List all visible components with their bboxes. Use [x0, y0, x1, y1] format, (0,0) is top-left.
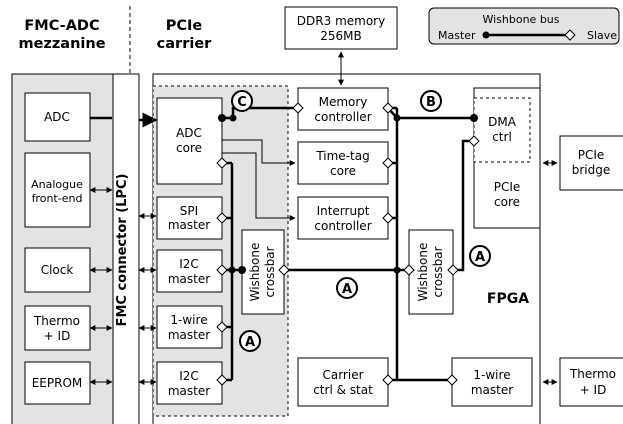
legend-slave-diamond [564, 29, 576, 41]
memory-controller-label-line1: Memory [319, 95, 368, 109]
ddr3-label-line2: 256MB [320, 29, 362, 43]
pcie-bridge-box [559, 135, 623, 191]
adc-label: ADC [44, 110, 70, 124]
carrier-ctrl-stat-box [297, 357, 389, 407]
spi-master-label-line1: SPI [180, 204, 198, 218]
legend-master-dot [482, 31, 490, 39]
memory-controller-box [297, 87, 389, 131]
pcie-core-label-line2: core [494, 195, 520, 209]
crossbar-left-label: Wishbonecrossbar [248, 243, 277, 302]
svg-text:A: A [475, 250, 485, 265]
svg-text:A: A [342, 282, 352, 297]
spi-master-box [156, 196, 223, 240]
pcie-bridge-label-line2: bridge [572, 163, 611, 177]
adc-core-label-line2: core [176, 141, 202, 155]
onewire-master-label-line2: master [168, 328, 210, 342]
timetag-core-box [297, 141, 389, 185]
fmc-adc-heading-line1: FMC-ADC [24, 18, 99, 34]
wishbone-crossbar-right [408, 229, 454, 315]
legend: Wishbone bus Master Slave [428, 7, 620, 45]
bus-marker-c: C [231, 90, 253, 112]
dma-ctrl-box [473, 97, 531, 163]
i2c-master-1-label-line1: I2C [179, 257, 199, 271]
fmc-connector-label: FMC connector (LPC) [115, 174, 130, 327]
dma-label-line2: ctrl [492, 130, 512, 144]
onewire-master-label-line1: 1-wire [170, 313, 207, 327]
i2c-master-1-label-line2: master [168, 272, 210, 286]
clock-label: Clock [41, 263, 74, 277]
thermo-mezzanine-label-line1: Thermo [33, 314, 80, 328]
i2c-master-2-label-line1: I2C [179, 369, 199, 383]
ddr3-memory-box [284, 6, 398, 50]
i2c-master-box-1 [156, 249, 223, 293]
onewire-carrier-label-line1: 1-wire [473, 368, 510, 382]
ddr3-label-line1: DDR3 memory [297, 14, 385, 28]
thermo-carrier-label-line1: Thermo [569, 367, 616, 381]
eeprom-label: EEPROM [32, 376, 83, 390]
fmc-adc-heading-line2: mezzanine [18, 36, 105, 52]
analogue-label-line2: front-end [32, 192, 83, 205]
fpga-label: FPGA [487, 291, 529, 307]
legend-slave-label: Slave [587, 29, 617, 42]
carrier-ctrl-label-line1: Carrier [322, 368, 363, 382]
onewire-master-carrier-box [451, 357, 533, 407]
memory-controller-label-line2: controller [314, 110, 371, 124]
bus-marker-a-right: A [469, 245, 491, 267]
onewire-carrier-label-line2: master [471, 383, 513, 397]
pcie-carrier-heading-line1: PCIe [166, 18, 203, 34]
pcie-bridge-label-line1: PCIe [578, 148, 605, 162]
thermo-mezzanine-label-line2: + ID [44, 329, 71, 343]
interrupt-label-line2: controller [314, 219, 371, 233]
fmc-adc-heading: FMC-ADC mezzanine [18, 18, 105, 52]
svg-text:A: A [245, 335, 255, 350]
mezzanine-arrows [89, 187, 113, 385]
i2c-master-2-label-line2: master [168, 384, 210, 398]
bus-marker-b: B [420, 90, 442, 112]
clock-box [24, 247, 91, 293]
adc-core-label-line1: ADC [176, 126, 202, 140]
thermo-carrier-label-line2: + ID [580, 383, 607, 397]
dma-label-line1: DMA [488, 115, 517, 129]
carrier-ctrl-label-line2: ctrl & stat [313, 383, 373, 397]
pcie-carrier-heading: PCIe carrier [157, 18, 212, 52]
interrupt-label-line1: Interrupt [317, 204, 370, 218]
bus-marker-a-center: A [336, 277, 358, 299]
timetag-label-line2: core [330, 164, 356, 178]
analogue-front-end-box [24, 152, 91, 228]
legend-master-label: Master [438, 29, 476, 42]
bus-endpoint-markers [216, 102, 480, 386]
crossbar-right-label: Wishbonecrossbar [416, 243, 445, 302]
adc-box [24, 92, 91, 142]
interrupt-controller-box [297, 196, 389, 240]
svg-text:C: C [237, 95, 247, 110]
legend-title: Wishbone bus [482, 13, 559, 26]
adc-core-box [156, 97, 223, 185]
thermo-id-mezzanine-box [24, 305, 91, 351]
pcie-core-label-line1: PCIe [494, 180, 521, 194]
bus-junctions [228, 114, 401, 274]
svg-text:B: B [426, 95, 436, 110]
bus-marker-a-left: A [239, 330, 261, 352]
timetag-label-line1: Time-tag [315, 149, 369, 163]
i2c-master-box-2 [156, 361, 223, 405]
thin-arrows [222, 51, 558, 385]
spi-master-label-line2: master [168, 218, 210, 232]
analogue-label-line1: Analogue [31, 178, 83, 191]
eeprom-box [24, 361, 91, 405]
thermo-id-carrier-box [559, 357, 623, 407]
pcie-carrier-heading-line2: carrier [157, 36, 212, 52]
fmc-connector [112, 73, 140, 424]
